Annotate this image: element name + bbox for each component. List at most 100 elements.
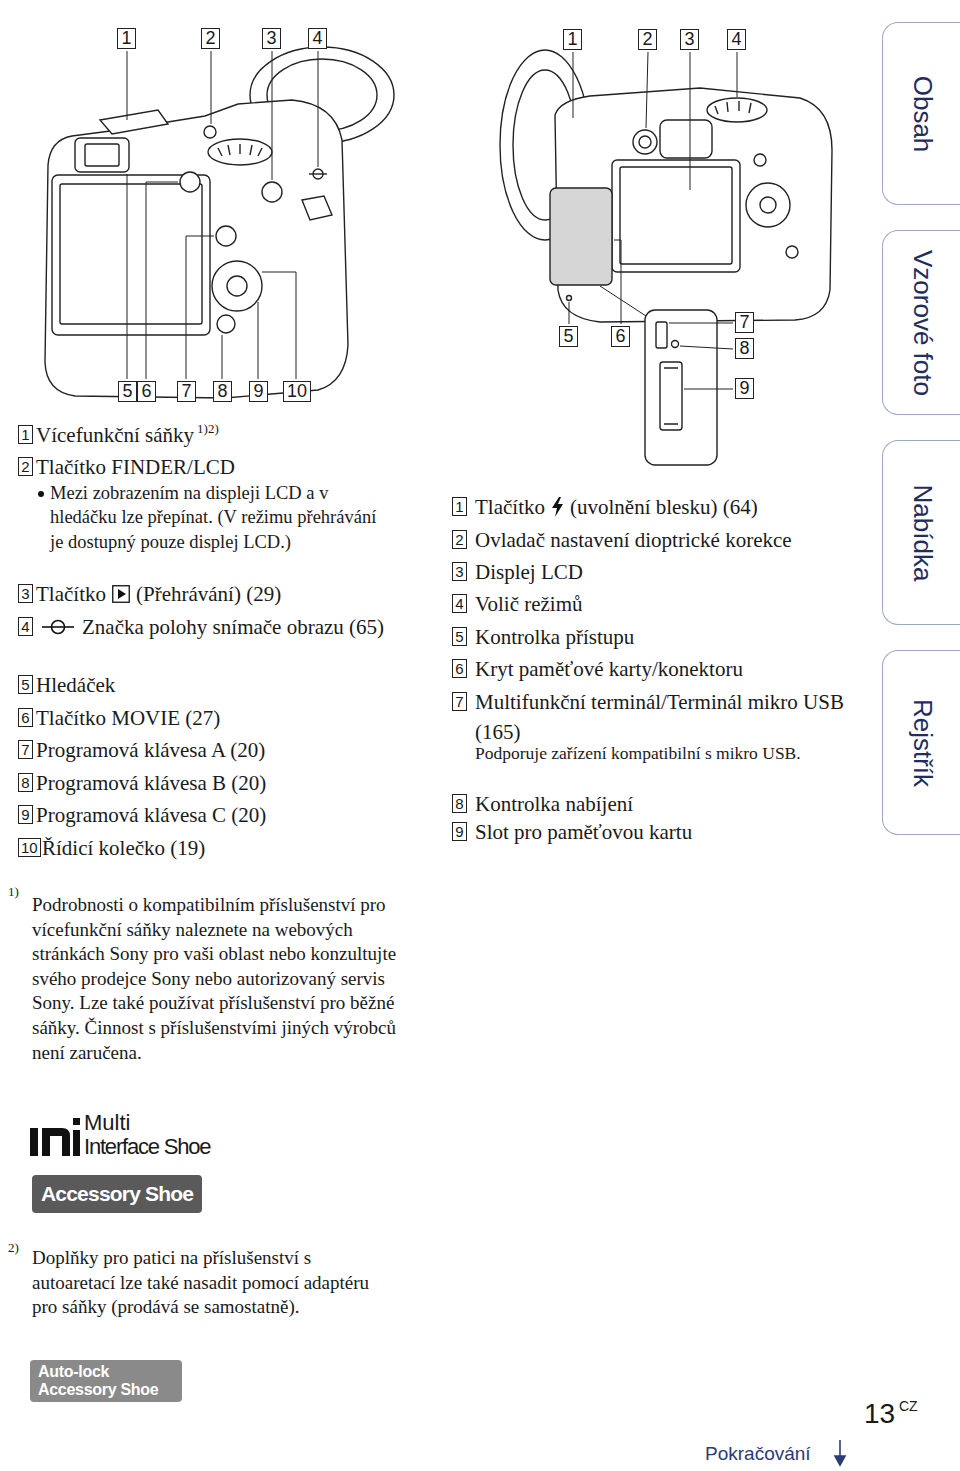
callout-number: 7 bbox=[177, 381, 196, 402]
label-text: Multifunkční terminál/Terminál mikro USB… bbox=[475, 687, 847, 747]
label-text: Slot pro paměťovou kartu bbox=[475, 817, 692, 847]
callout-number: 10 bbox=[283, 381, 311, 402]
camera-left bbox=[75, 138, 129, 172]
list-number: 6 bbox=[452, 659, 467, 678]
node-text: 8 bbox=[217, 381, 227, 402]
camera-left bbox=[302, 196, 332, 220]
label-text: Mezi zobrazením na displeji LCD a v hled… bbox=[50, 481, 388, 554]
ni-logo bbox=[30, 1128, 38, 1156]
list-number: 5 bbox=[452, 627, 467, 646]
leader-line bbox=[614, 240, 621, 324]
leader-line bbox=[569, 52, 737, 389]
callout-number: 2 bbox=[638, 29, 657, 50]
list-number: 10 bbox=[18, 838, 41, 857]
sensor-mark-icon bbox=[42, 626, 74, 628]
label-text: Tlačítko MOVIE (27) bbox=[36, 703, 220, 733]
node-text: Obsah bbox=[906, 75, 937, 152]
node-text: 5 bbox=[455, 628, 463, 645]
camera-right bbox=[612, 160, 740, 272]
camera-left bbox=[212, 261, 262, 311]
label-text: Volič režimů bbox=[475, 589, 583, 619]
callout-number: 6 bbox=[137, 381, 156, 402]
callout-number: 8 bbox=[735, 338, 754, 359]
leader-line bbox=[737, 52, 738, 97]
node-text: 8 bbox=[21, 774, 29, 791]
label-text: 2) bbox=[8, 1240, 19, 1256]
callout-number: 8 bbox=[213, 381, 232, 402]
label-text: Programová klávesa C (20) bbox=[36, 800, 266, 830]
camera-left bbox=[217, 315, 235, 333]
leader-line bbox=[258, 302, 259, 379]
nav-tab: Vzorové foto bbox=[882, 230, 960, 415]
camera-right bbox=[633, 130, 657, 154]
node-text: 6 bbox=[141, 381, 151, 402]
callout-number: 5 bbox=[118, 381, 137, 402]
leader-line bbox=[146, 182, 178, 379]
camera-left bbox=[218, 144, 262, 156]
label-text: Značka polohy snímače obrazu (65) bbox=[36, 612, 386, 642]
list-number: 4 bbox=[452, 594, 467, 613]
label-text: Hledáček bbox=[36, 670, 115, 700]
nav-tab: Nabídka bbox=[882, 440, 960, 625]
node-text: 8 bbox=[739, 338, 749, 359]
label-text: Kontrolka přístupu bbox=[475, 622, 634, 652]
node-text: 9 bbox=[739, 378, 749, 399]
node-text: 4 bbox=[455, 595, 463, 612]
label-text: Doplňky pro patici na příslušenství s au… bbox=[32, 1246, 372, 1320]
list-number: 1 bbox=[18, 425, 33, 444]
callout-number: 6 bbox=[611, 326, 630, 347]
leader-line bbox=[600, 286, 646, 316]
node-text: 5 bbox=[563, 326, 573, 347]
node-text: 2 bbox=[455, 531, 463, 548]
node-text: 7 bbox=[739, 312, 749, 333]
camera-right bbox=[567, 296, 572, 301]
camera-right bbox=[707, 98, 767, 122]
node-text: 7 bbox=[181, 381, 191, 402]
node-text: 1 bbox=[567, 29, 577, 50]
node-text: 6 bbox=[21, 709, 29, 726]
ni-logo bbox=[30, 1118, 80, 1156]
camera-right bbox=[660, 362, 682, 430]
list-number: 8 bbox=[452, 794, 467, 813]
label-text: Displej LCD bbox=[475, 557, 583, 587]
camera-left bbox=[227, 276, 247, 296]
label-text: Kontrolka nabíjení bbox=[475, 789, 633, 819]
ni-logo bbox=[42, 1128, 70, 1156]
camera-right bbox=[672, 341, 679, 348]
label-text: 1) bbox=[8, 884, 19, 900]
node-text: 1 bbox=[455, 498, 463, 515]
camera-right bbox=[786, 246, 798, 258]
leader-line bbox=[222, 335, 223, 379]
label-text: Řídicí kolečko (19) bbox=[42, 833, 205, 863]
callout-number: 5 bbox=[559, 326, 578, 347]
label-text: Programová klávesa A (20) bbox=[36, 735, 265, 765]
leader-line bbox=[690, 52, 691, 190]
callout-number: 3 bbox=[680, 29, 699, 50]
nav-tab: Rejstřík bbox=[882, 650, 960, 835]
leader-line bbox=[262, 272, 296, 379]
camera-right bbox=[656, 322, 667, 348]
label-text: Ovladač nastavení dioptrické korekce bbox=[475, 525, 792, 555]
node-text: 9 bbox=[253, 381, 263, 402]
callout-number: 4 bbox=[727, 29, 746, 50]
camera-right bbox=[500, 50, 832, 465]
leader-line bbox=[684, 389, 733, 390]
label-text: Interface Shoe bbox=[84, 1135, 210, 1159]
list-number: 9 bbox=[452, 822, 467, 841]
leader-line bbox=[669, 323, 733, 324]
text-row: Tlačítko(Přehrávání) (29) bbox=[36, 579, 281, 609]
node-text: 5 bbox=[21, 676, 29, 693]
camera-right bbox=[660, 120, 712, 158]
callout-number: 2 bbox=[201, 28, 220, 49]
label-text: (uvolnění blesku) (64) bbox=[570, 492, 758, 522]
camera-right bbox=[715, 101, 751, 114]
label-text: Pokračování bbox=[705, 1442, 811, 1466]
camera-left bbox=[309, 173, 327, 174]
bullet-dot bbox=[38, 491, 44, 497]
leader-line bbox=[680, 346, 733, 349]
list-number: 5 bbox=[18, 675, 33, 694]
list-number: 3 bbox=[452, 562, 467, 581]
label-text: Podporuje zařízení kompatibilní s mikro … bbox=[475, 742, 837, 764]
label-text: 1)2) bbox=[197, 422, 219, 436]
